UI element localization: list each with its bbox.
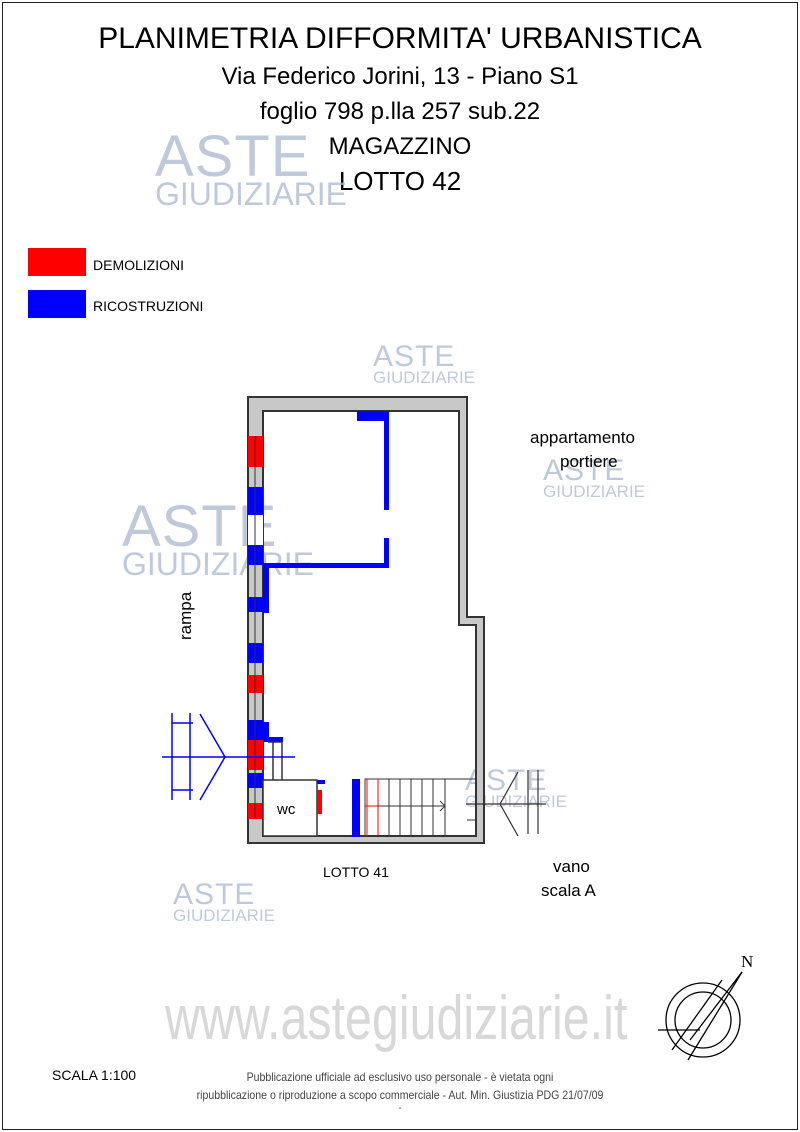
footer-notice: ripubblicazione o riproduzione a scopo c… <box>196 1088 604 1102</box>
ramp-symbol-left <box>162 713 295 801</box>
staircase <box>364 778 477 837</box>
legend-swatch-demolitions <box>28 248 86 276</box>
address: Via Federico Jorini, 13 - Piano S1 <box>221 63 579 90</box>
stair-label: scala A <box>541 881 596 900</box>
legend-label-reconstructions: RICOSTRUZIONI <box>93 298 204 314</box>
footer-notice: Pubblicazione ufficiale ad esclusivo uso… <box>246 1070 554 1084</box>
neighbor-label: portiere <box>560 452 618 471</box>
outer-wall <box>247 396 485 844</box>
legend-swatch-reconstructions <box>28 290 86 318</box>
stair-label: vano <box>553 857 590 876</box>
scale-label: SCALA 1:100 <box>52 1067 137 1083</box>
wc-label: wc <box>277 801 296 818</box>
watermark-site: www.astegiudiziarie.it <box>165 984 628 1053</box>
ramp-label: rampa <box>176 591 195 640</box>
wc-room <box>262 741 322 837</box>
lot-number: LOTTO 42 <box>338 166 462 196</box>
adjacent-lot-label: LOTTO 41 <box>323 864 389 880</box>
property-use: MAGAZZINO <box>328 133 472 160</box>
cadastral-reference: foglio 798 p.lla 257 sub.22 <box>259 98 541 125</box>
ramp-symbol-right <box>466 770 546 837</box>
footer-notice: - <box>398 1103 402 1114</box>
legend-label-demolitions: DEMOLIZIONI <box>93 257 185 273</box>
left-wall-modifications <box>248 436 283 819</box>
page-title: PLANIMETRIA DIFFORMITA' URBANISTICA <box>98 22 702 55</box>
neighbor-label: appartamento <box>530 428 635 447</box>
north-arrow-icon <box>658 971 743 1061</box>
north-label: N <box>741 952 754 971</box>
